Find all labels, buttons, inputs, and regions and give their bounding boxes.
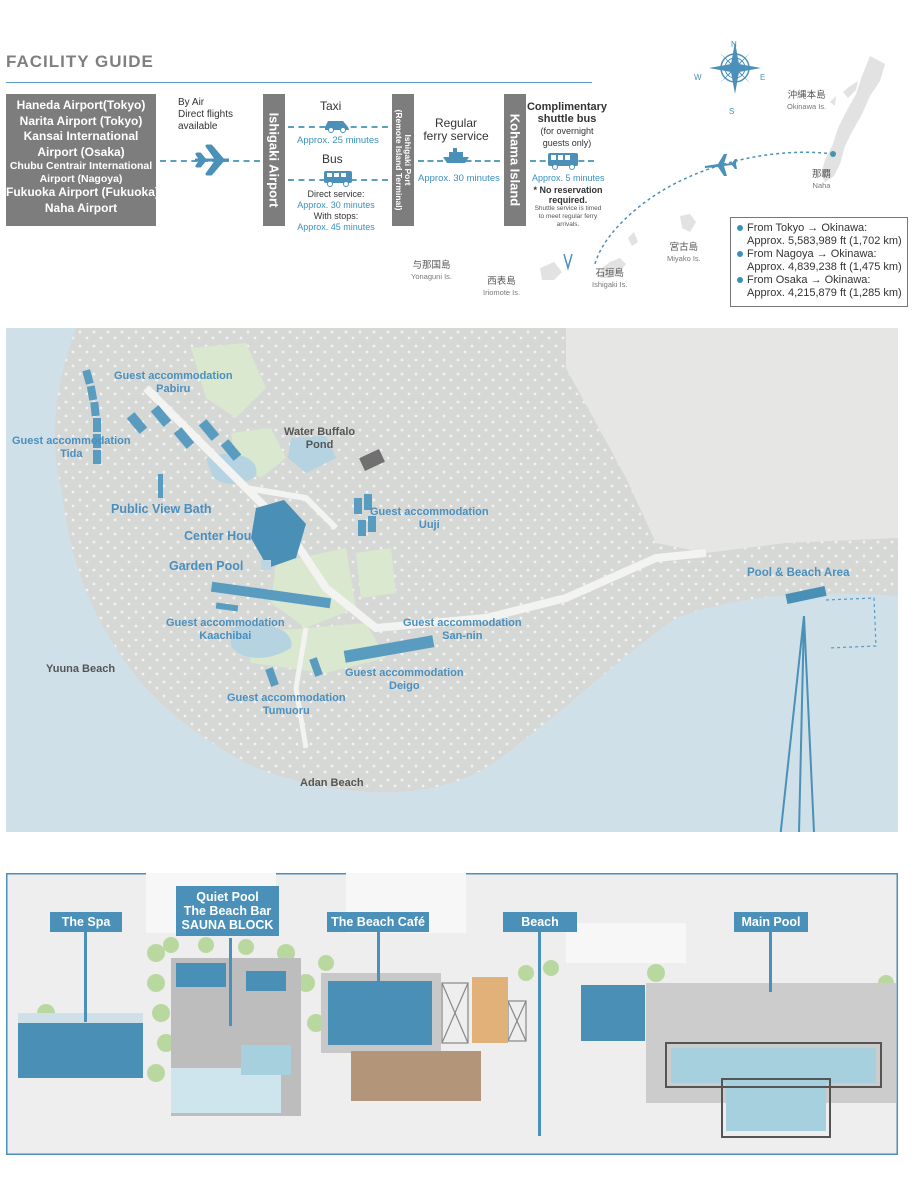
tag-the-spa: The Spa (50, 912, 122, 932)
spa-building (18, 1023, 143, 1078)
pool-beach-area-shape (785, 585, 827, 605)
bullet-icon (737, 277, 743, 284)
airplane-icon (195, 144, 229, 176)
tag-main-pool: Main Pool (734, 912, 808, 932)
airport-item: Haneda Airport(Tokyo) (16, 98, 146, 112)
uuji-units (354, 494, 376, 536)
compass-w: W (694, 73, 702, 82)
header-rule (6, 82, 592, 83)
label-pabiru: Guest accommodation Pabiru (114, 370, 233, 395)
kohama-island-box: Kohama Island (504, 94, 526, 226)
airport-item: Naha Airport (44, 200, 118, 215)
shuttle-label: Complimentary shuttle bus (for overnight… (526, 101, 608, 148)
bus-times: Direct service: Approx. 30 minutes With … (297, 189, 375, 232)
taxi-label: Taxi (320, 99, 342, 113)
label-deigo: Guest accommodation Deigo (345, 667, 464, 692)
compass-s: S (729, 107, 735, 116)
flight-route-line (594, 151, 834, 265)
ishigaki-island-shape (600, 258, 626, 278)
bus-label: Bus (322, 152, 343, 166)
place-okinawa: 沖縄本島 Okinawa Is. (787, 90, 827, 111)
center-house-shape (251, 500, 306, 568)
ishigaki-port-box: Ishigaki Port (Remote Island Terminal) (392, 94, 414, 226)
deigo-units (343, 635, 435, 663)
label-kaachibai: Guest accommodation Kaachibai (166, 617, 285, 642)
ferry-time: Approx. 30 minutes (418, 173, 500, 184)
resort-map (6, 328, 898, 832)
airport-item: Airport (Nagoya) (39, 172, 123, 185)
shuttle-bus-icon (548, 153, 578, 170)
pabiru-units (126, 405, 242, 461)
compass-e: E (760, 73, 766, 82)
by-air-text: By Air Direct flights available (178, 97, 234, 132)
page-title: FACILITY GUIDE (6, 52, 154, 71)
road (143, 385, 707, 633)
tag-beach-cafe: The Beach Café (327, 912, 429, 932)
airport-item: Airport (Osaka) (37, 144, 125, 159)
taxi-time: Approx. 25 minutes (297, 135, 379, 146)
tag-beach: Beach (503, 912, 577, 932)
label-san-nin: Guest accommodation San-nin (403, 617, 522, 642)
detail-map (6, 873, 898, 1155)
label-public-view-bath: Public View Bath (111, 502, 212, 516)
airport-item: Fukuoka Airport (Fukuoka) (6, 185, 159, 199)
label-yuuna-beach: Yuuna Beach (46, 663, 116, 675)
green-area (191, 343, 266, 418)
bus-icon (324, 171, 352, 187)
place-ishigaki: 石垣島 Ishigaki Is. (592, 268, 628, 289)
label-uuji: Guest accommodation Uuji (370, 506, 489, 531)
distance-item: From Tokyo → Okinawa: (737, 222, 903, 235)
place-yonaguni: 与那国島 Yonaguni Is. (411, 260, 453, 281)
distance-item: From Nagoya → Okinawa: (737, 248, 903, 261)
tag-beach-pointer (538, 932, 541, 1136)
ferry-icon (443, 148, 469, 163)
tag-main-pool-pointer (769, 932, 772, 992)
bullet-icon (737, 225, 743, 232)
sea-area (6, 328, 898, 832)
departure-airports-box: Haneda Airport(Tokyo) Narita Airport (To… (6, 94, 159, 226)
iriomote-island-shape (540, 262, 562, 280)
label-tumuoru: Guest accommodation Tumuoru (227, 692, 346, 717)
distance-item: From Osaka → Okinawa: (737, 274, 903, 287)
place-naha: 那覇 Naha (812, 169, 832, 190)
label-center-house: Center House (184, 529, 266, 543)
ishigaki-airport-box: Ishigaki Airport (263, 94, 285, 226)
taxi-icon (325, 121, 349, 133)
kaachibai-units (210, 581, 332, 612)
ferry-label: Regular ferry service (423, 116, 489, 143)
label-tida: Guest accommodation Tida (12, 435, 131, 460)
label-pool-beach-area: Pool & Beach Area (747, 567, 850, 579)
shuttle-time: Approx. 5 minutes (532, 173, 605, 183)
region-map (540, 42, 885, 280)
label-garden-pool: Garden Pool (169, 559, 244, 573)
water-buffalo-pond (288, 436, 336, 473)
okinawa-island-shape (821, 56, 885, 182)
place-miyako: 宮古島 Miyako Is. (667, 242, 701, 263)
beach-cafe-building (328, 981, 432, 1045)
tag-spa-pointer (84, 932, 87, 1022)
shuttle-notes: * No reservation required. Shuttle servi… (533, 185, 603, 228)
label-water-buffalo-pond: Water Buffalo Pond (284, 426, 356, 451)
distance-info-box: From Tokyo → Okinawa: Approx. 5,583,989 … (730, 217, 908, 307)
tag-quiet-pool: Quiet Pool The Beach Bar SAUNA BLOCK (176, 886, 279, 936)
place-iriomote: 西表島 Iriomote Is. (483, 276, 521, 297)
compass-icon (709, 42, 761, 94)
miyako-island-shape (680, 214, 696, 232)
public-view-bath-shape (158, 474, 163, 498)
tida-units (82, 369, 101, 464)
tag-quiet-pool-pointer (229, 938, 232, 1026)
tag-beach-cafe-pointer (377, 932, 380, 982)
airport-item: Narita Airport (Tokyo) (19, 113, 143, 128)
compass-n: N (731, 40, 737, 49)
tumuoru-units (265, 657, 323, 687)
airport-item: Kansai International (23, 129, 139, 143)
bullet-icon (737, 251, 743, 258)
airport-item: Chubu Centrair International (9, 160, 153, 172)
label-adan-beach: Adan Beach (300, 777, 364, 789)
